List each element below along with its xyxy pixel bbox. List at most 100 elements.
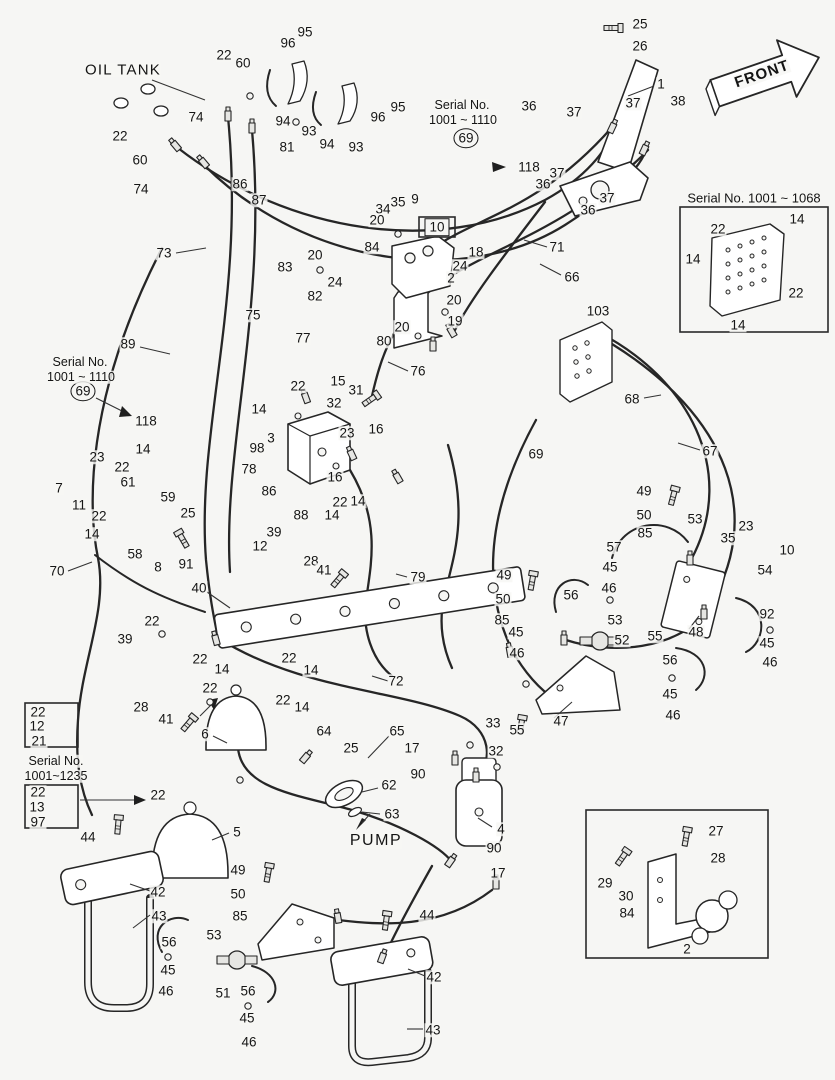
valve-2-assembly — [391, 235, 455, 349]
bracket-51-plate — [257, 903, 335, 961]
cross-fitting-51 — [216, 950, 258, 970]
hose — [596, 330, 711, 560]
block-port — [332, 462, 340, 470]
manifold-port — [438, 590, 450, 602]
bracket-hole — [296, 918, 304, 926]
front-arrow-side — [705, 79, 721, 117]
bracket-hole — [556, 684, 564, 692]
hose — [94, 554, 206, 613]
arrow-kit-head — [134, 795, 146, 805]
pedal-assembly — [559, 59, 659, 217]
plate-hole — [586, 368, 592, 374]
manifold-port — [240, 621, 252, 633]
filter-hole — [474, 807, 484, 817]
inset-frame — [585, 809, 769, 959]
hose — [348, 468, 394, 678]
arrow-69-head — [119, 406, 132, 417]
grommet — [153, 105, 169, 117]
clamp-94 — [311, 91, 322, 126]
fitting-stub — [607, 636, 621, 646]
fitting-body — [227, 950, 247, 970]
gasket-63 — [348, 806, 362, 818]
manifold-bar — [213, 566, 526, 649]
plate-hole — [574, 373, 580, 379]
u-bolt-43-left-inner — [85, 894, 153, 1011]
inset-valve-bracket — [585, 809, 769, 959]
u-bolt-43-right — [348, 968, 432, 1067]
filter-4 — [455, 757, 503, 847]
plate-body — [559, 321, 613, 403]
arrow-6-line — [199, 703, 213, 717]
leader-lines — [67, 79, 701, 1030]
plate-hole — [584, 340, 590, 346]
pipe-56 — [156, 917, 189, 953]
plate-103 — [559, 321, 613, 403]
valve-port — [691, 927, 709, 945]
valve-port — [422, 245, 434, 257]
accumulator-5-port — [183, 801, 197, 815]
clamp-hole — [75, 879, 87, 891]
plate-hole — [572, 345, 578, 351]
arrow-118-top — [492, 162, 506, 172]
fitting-stub — [579, 636, 593, 646]
inset-plate — [709, 223, 785, 317]
bracket-48 — [660, 560, 726, 639]
fitting-stub — [244, 955, 258, 965]
manifold-port — [487, 582, 499, 594]
bracket-hole — [695, 618, 703, 626]
arrow-pump-line — [361, 813, 371, 824]
hose — [216, 636, 489, 777]
hose — [203, 115, 234, 640]
accumulator-6 — [205, 695, 267, 751]
inset-frame — [679, 206, 829, 333]
bracket-hole — [657, 897, 663, 903]
hose-clamps — [266, 60, 358, 126]
manifold-port — [388, 597, 400, 610]
pipe-56 — [553, 579, 589, 613]
boxed-callout-10 — [418, 216, 456, 238]
manifold-port — [290, 613, 302, 625]
pipe-92 — [735, 597, 763, 653]
accumulator-5 — [151, 813, 229, 879]
u-bolt-43-right-inner — [349, 972, 431, 1065]
bracket-hole — [657, 877, 663, 883]
front-arrow-shape — [709, 39, 820, 108]
bracket-hole — [314, 936, 322, 944]
flange-bore — [334, 787, 354, 801]
pipe-56 — [251, 965, 277, 1003]
hose — [428, 123, 616, 252]
clamp-hole — [406, 948, 416, 958]
accumulator-6-port — [230, 684, 242, 696]
clamp-93 — [287, 60, 308, 105]
valve-block-3 — [287, 411, 351, 485]
hose — [76, 246, 164, 817]
bracket-hole — [683, 575, 691, 583]
block-port — [294, 412, 302, 420]
plate-hole — [573, 359, 579, 365]
pedal-lever — [597, 59, 659, 173]
tank-grommets — [113, 83, 169, 117]
hose — [491, 418, 558, 702]
manifold-port — [339, 605, 351, 617]
bracket-plate — [660, 560, 726, 639]
clamp-block — [60, 850, 164, 906]
manifold-40 — [213, 566, 526, 649]
grommet — [140, 83, 156, 95]
valve-port — [718, 890, 738, 910]
fitting-body — [590, 631, 610, 651]
valve-2-inset — [695, 899, 729, 933]
plate-hole — [585, 354, 591, 360]
pipe-56 — [675, 647, 706, 691]
front-arrow — [705, 39, 820, 117]
hose — [440, 443, 460, 670]
valve-body-2 — [391, 235, 455, 299]
hose — [176, 126, 616, 232]
pedal-hole — [578, 196, 588, 206]
pump-flange-62 — [324, 779, 364, 809]
hose — [336, 888, 494, 925]
block-body — [287, 411, 351, 485]
valve-port — [404, 252, 416, 264]
pipe-57 — [611, 524, 689, 559]
